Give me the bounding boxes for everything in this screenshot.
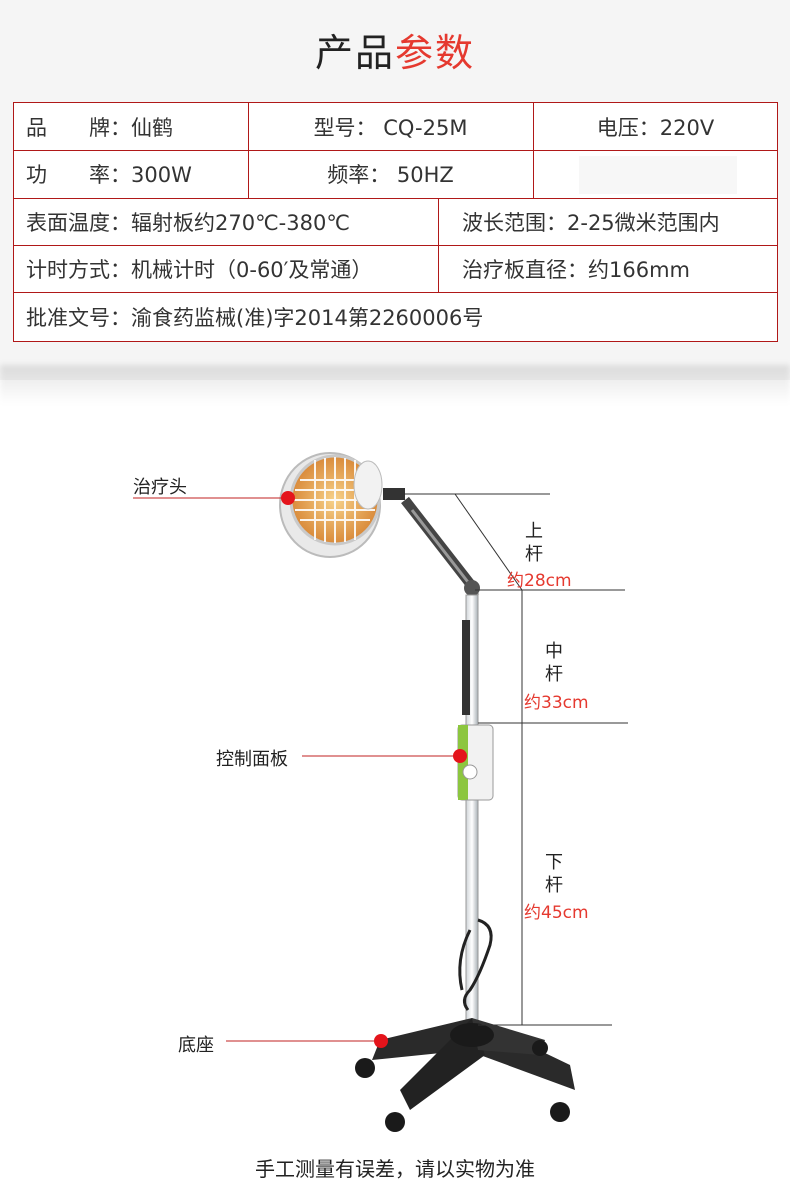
table-divider xyxy=(14,198,777,199)
treatment-head-label: 治疗头 xyxy=(133,477,187,498)
spec-brand: 品 牌：仙鹤 xyxy=(26,115,173,140)
callout-dot xyxy=(281,491,295,505)
base-label: 底座 xyxy=(178,1035,214,1056)
lower-rod-length: 约45cm xyxy=(524,903,589,923)
table-divider xyxy=(14,292,777,293)
middle-rod-icon xyxy=(462,594,479,726)
control-panel-label: 控制面板 xyxy=(216,749,288,770)
table-divider xyxy=(14,150,777,151)
redacted-block xyxy=(579,156,737,194)
section-shadow xyxy=(0,365,790,405)
spec-frequency: 频率： 50HZ xyxy=(327,163,454,187)
control-panel-icon xyxy=(457,724,494,801)
spec-model: 型号： CQ-25M xyxy=(313,115,468,140)
upper-rod-char1: 上 xyxy=(525,521,543,542)
callout-dot xyxy=(453,749,467,763)
spec-plate-diameter: 治疗板直径：约166mm xyxy=(462,257,690,282)
upper-arm-icon xyxy=(383,488,480,596)
spec-table: 品 牌：仙鹤 型号： CQ-25M 电压：220V 功 率：300W 频率： 5… xyxy=(13,102,778,342)
spec-timer: 计时方式：机械计时（0-60′及常通） xyxy=(26,257,373,282)
base-icon xyxy=(355,1018,575,1132)
lower-rod-char1: 下 xyxy=(545,852,563,873)
spec-voltage: 电压：220V xyxy=(596,115,715,140)
spec-approval: 批准文号：渝食药监械(准)字2014第2260006号 xyxy=(26,306,484,330)
lower-rod-icon xyxy=(458,799,493,1021)
table-divider xyxy=(533,103,534,198)
middle-rod-char2: 杆 xyxy=(545,664,563,685)
middle-rod-length: 约33cm xyxy=(524,693,589,713)
title-part2: 参数 xyxy=(395,31,476,75)
spec-power: 功 率：300W xyxy=(26,163,192,187)
spec-surface-temp: 表面温度：辐射板约270℃-380℃ xyxy=(26,210,350,235)
table-divider xyxy=(438,198,439,292)
title-part1: 产品 xyxy=(314,31,395,75)
dimension-lines xyxy=(405,493,628,1026)
lamp-illustration xyxy=(133,452,628,1132)
middle-rod-char1: 中 xyxy=(545,641,563,662)
spec-wavelength: 波长范围：2-25微米范围内 xyxy=(462,210,720,235)
lower-rod-char2: 杆 xyxy=(545,875,563,896)
upper-rod-length: 约28cm xyxy=(507,571,572,591)
upper-rod-char2: 杆 xyxy=(525,544,543,565)
treatment-head-icon xyxy=(279,452,383,558)
page-title: 产品参数 xyxy=(0,22,790,77)
callout-dot xyxy=(374,1034,388,1048)
measurement-disclaimer: 手工测量有误差，请以实物为准 xyxy=(255,1157,535,1181)
table-divider xyxy=(248,103,249,198)
table-divider xyxy=(14,245,777,246)
